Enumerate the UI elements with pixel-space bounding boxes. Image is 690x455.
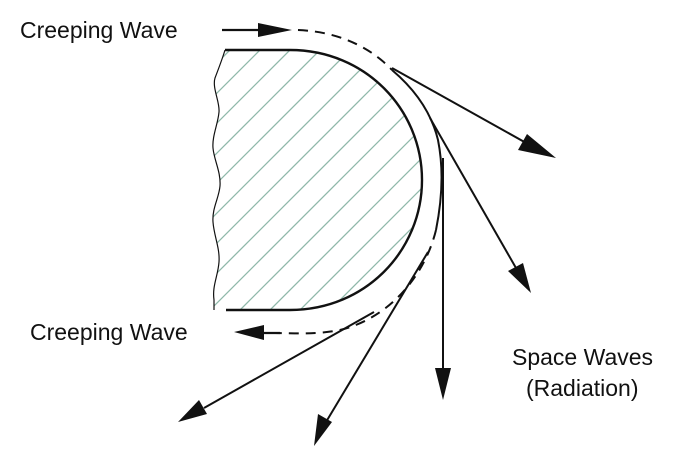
space-wave-arrows [178, 67, 556, 446]
top-creeping-arrow [222, 23, 292, 37]
radiation-label: (Radiation) [526, 375, 639, 401]
bottom-creeping-arrow [234, 325, 280, 340]
space-wave-arrow-4 [314, 251, 429, 446]
creeping-wave-label-bottom: Creeping Wave [30, 319, 188, 345]
space-wave-arrow-3 [435, 158, 451, 400]
space-wave-arrow-2 [429, 117, 531, 293]
space-wave-arrow-1 [391, 67, 556, 158]
creeping-dashed-lower [274, 229, 437, 335]
creeping-wave-label-top: Creeping Wave [20, 17, 178, 43]
hatched-body [212, 48, 424, 312]
space-waves-label: Space Waves [512, 344, 653, 370]
body-outline [225, 48, 424, 312]
space-wave-arrow-5 [178, 311, 375, 422]
creeping-solid-segment [391, 69, 443, 231]
creeping-dashed-upper [297, 29, 393, 71]
break-line [212, 49, 226, 310]
creeping-wave-path [274, 29, 443, 335]
